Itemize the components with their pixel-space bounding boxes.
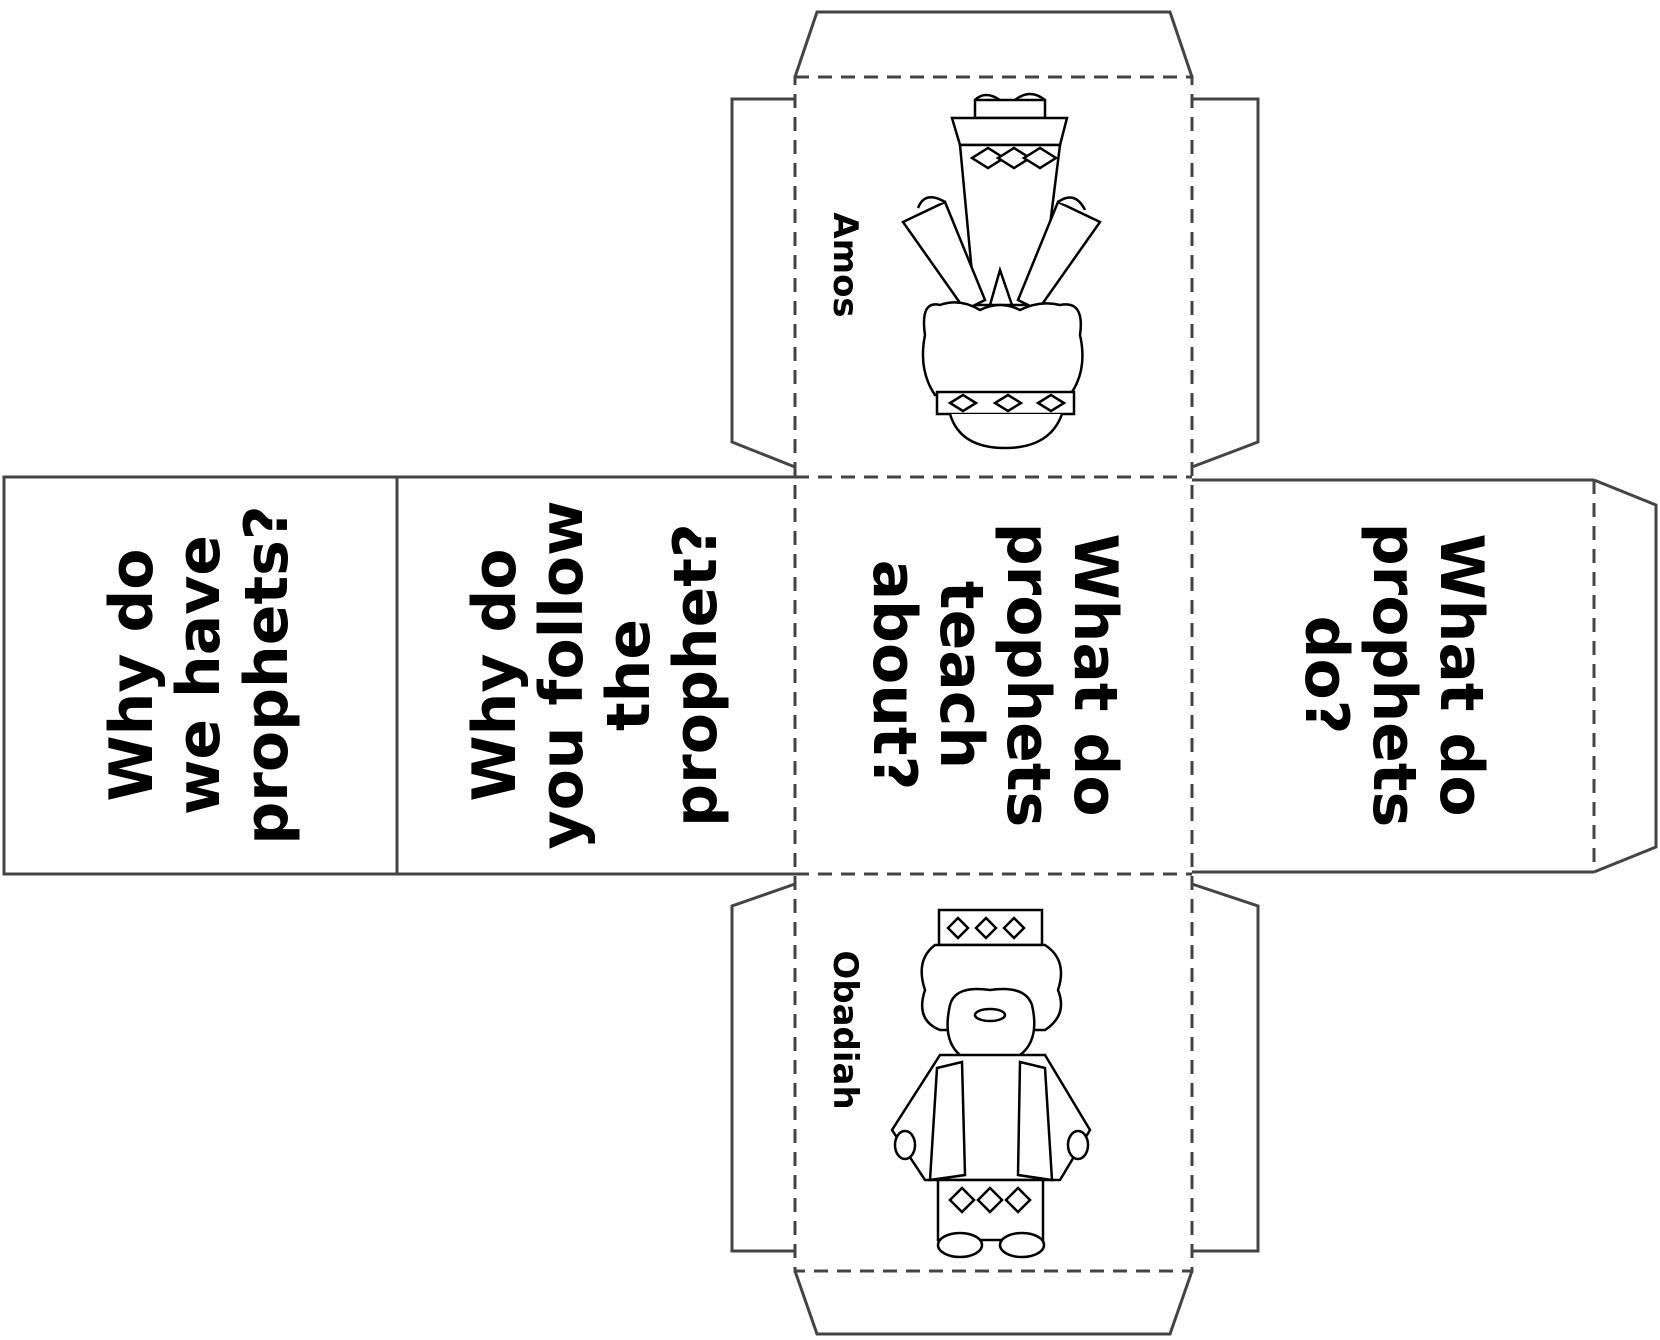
right-tab-outline	[1593, 478, 1658, 874]
bottom-tab-outline	[793, 1270, 1194, 1336]
center-column-folds	[793, 75, 1194, 1273]
center-face-question: What do prophets teach about?	[858, 522, 1131, 828]
left-inner-face-question: Why do you follow the prophet?	[459, 500, 732, 850]
top-tab-outline	[793, 10, 1194, 78]
bottom-right-tab-outline	[1191, 882, 1260, 1253]
prophet-amos-icon	[901, 92, 1102, 450]
left-outer-face-question: Why do we have prophets?	[97, 505, 302, 845]
bottom-left-tab-outline	[730, 882, 796, 1253]
prophet-obadiah-icon	[890, 908, 1092, 1259]
right-face-question: What do prophets do?	[1291, 522, 1496, 828]
top-right-tab-outline	[1191, 97, 1260, 469]
left-outer-face-outline	[2, 475, 399, 876]
top-left-tab-outline	[730, 97, 796, 469]
top-face-name: Amos	[825, 212, 866, 318]
bottom-face-name: Obadiah	[825, 950, 866, 1110]
